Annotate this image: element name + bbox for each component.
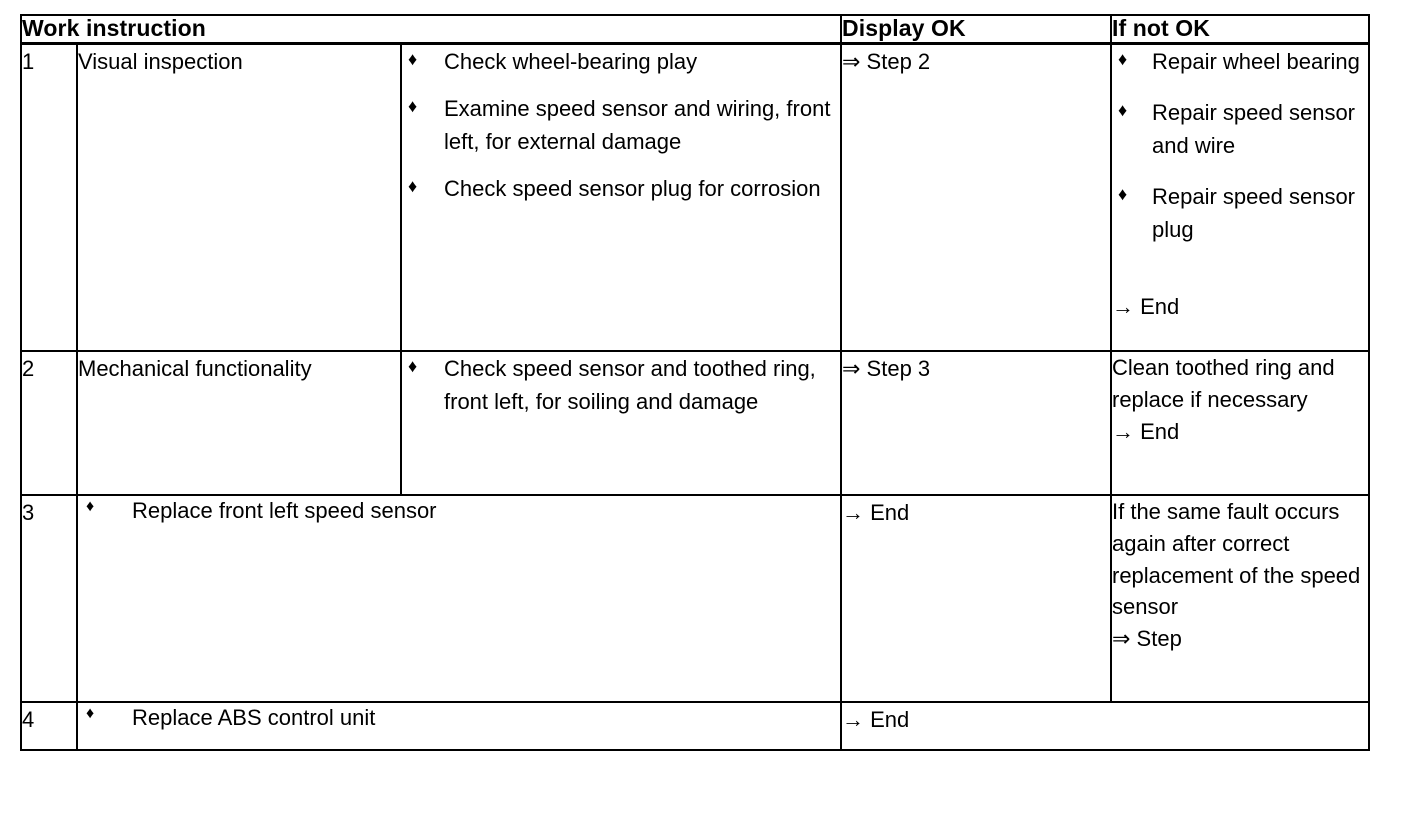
table-row: 1 Visual inspection ♦ Check wheel-bearin… bbox=[20, 42, 1370, 352]
end-reference: → End bbox=[1112, 293, 1180, 319]
row-title: Visual inspection bbox=[76, 42, 402, 352]
row-number: 4 bbox=[20, 700, 78, 751]
header-display-ok: Display OK bbox=[840, 13, 1112, 45]
if-not-ok-cell: ♦ Repair wheel bearing ♦ Repair speed se… bbox=[1110, 42, 1370, 352]
display-ok-value: → End bbox=[840, 700, 1370, 751]
diamond-bullet-icon: ♦ bbox=[1118, 48, 1128, 69]
list-item: ♦ Check speed sensor plug for corrosion bbox=[402, 172, 840, 205]
table-row: 2 Mechanical functionality ♦ Check speed… bbox=[20, 349, 1370, 496]
diamond-bullet-icon: ♦ bbox=[408, 48, 418, 69]
list-item: ♦ Repair speed sensor plug bbox=[1112, 180, 1368, 246]
list-item-label: Replace ABS control unit bbox=[132, 704, 376, 730]
display-ok-value: → End bbox=[840, 493, 1112, 703]
diamond-bullet-icon: ♦ bbox=[86, 497, 95, 515]
diamond-bullet-icon: ♦ bbox=[86, 704, 95, 722]
work-instruction-table: Work instruction Display OK If not OK 1 … bbox=[20, 13, 1370, 751]
list-item: ♦ Repair speed sensor and wire bbox=[1112, 96, 1368, 162]
step-reference: ⇒ Step bbox=[1112, 626, 1182, 652]
list-item-label: Check speed sensor plug for corrosion bbox=[444, 175, 821, 201]
row-steps-cell: ♦ Check wheel-bearing play ♦ Examine spe… bbox=[400, 42, 842, 352]
diamond-bullet-icon: ♦ bbox=[408, 95, 418, 116]
remedy-text: If the same fault occurs again after cor… bbox=[1112, 498, 1361, 620]
list-item: ♦ Examine speed sensor and wiring, front… bbox=[402, 92, 840, 158]
remedy-list: ♦ Repair wheel bearing ♦ Repair speed se… bbox=[1112, 45, 1368, 246]
diamond-bullet-icon: ♦ bbox=[408, 355, 418, 376]
display-ok-value: ⇒ Step 3 bbox=[840, 349, 1112, 496]
steps-list: ♦ Check speed sensor and toothed ring, f… bbox=[402, 352, 840, 418]
diamond-bullet-icon: ♦ bbox=[1118, 183, 1128, 204]
header-work-instruction: Work instruction bbox=[20, 13, 842, 45]
if-not-ok-cell: If the same fault occurs again after cor… bbox=[1110, 493, 1370, 703]
if-not-ok-cell: Clean toothed ring and replace if necess… bbox=[1110, 349, 1370, 496]
end-reference: → End bbox=[1112, 418, 1180, 444]
list-item: ♦ Check speed sensor and toothed ring, f… bbox=[402, 352, 840, 418]
row-number: 1 bbox=[20, 42, 78, 352]
list-item: ♦ Repair wheel bearing bbox=[1112, 45, 1368, 78]
list-item-label: Replace front left speed sensor bbox=[132, 497, 437, 523]
diamond-bullet-icon: ♦ bbox=[408, 175, 418, 196]
table-header-row: Work instruction Display OK If not OK bbox=[20, 13, 1370, 45]
list-item: ♦ Replace ABS control unit bbox=[78, 703, 840, 734]
list-item-label: Repair speed sensor plug bbox=[1152, 183, 1356, 242]
row-title: Mechanical functionality bbox=[76, 349, 402, 496]
header-if-not-ok: If not OK bbox=[1110, 13, 1370, 45]
steps-list: ♦ Check wheel-bearing play ♦ Examine spe… bbox=[402, 45, 840, 205]
table-row: 4 ♦ Replace ABS control unit → End bbox=[20, 700, 1370, 751]
diamond-bullet-icon: ♦ bbox=[1118, 99, 1128, 120]
row-steps-cell: ♦ Check speed sensor and toothed ring, f… bbox=[400, 349, 842, 496]
row-number: 2 bbox=[20, 349, 78, 496]
row-action-cell: ♦ Replace front left speed sensor bbox=[76, 493, 842, 703]
list-item: ♦ Replace front left speed sensor bbox=[78, 496, 840, 527]
list-item-label: Examine speed sensor and wiring, front l… bbox=[444, 95, 831, 154]
list-item: ♦ Check wheel-bearing play bbox=[402, 45, 840, 78]
remedy-text: Clean toothed ring and replace if necess… bbox=[1112, 354, 1335, 412]
table-row: 3 ♦ Replace front left speed sensor → En… bbox=[20, 493, 1370, 703]
row-number: 3 bbox=[20, 493, 78, 703]
list-item-label: Repair wheel bearing bbox=[1152, 48, 1360, 74]
list-item-label: Repair speed sensor and wire bbox=[1152, 99, 1356, 158]
list-item-label: Check speed sensor and toothed ring, fro… bbox=[444, 355, 816, 414]
row-action-cell: ♦ Replace ABS control unit bbox=[76, 700, 842, 751]
list-item-label: Check wheel-bearing play bbox=[444, 48, 698, 74]
display-ok-value: ⇒ Step 2 bbox=[840, 42, 1112, 352]
